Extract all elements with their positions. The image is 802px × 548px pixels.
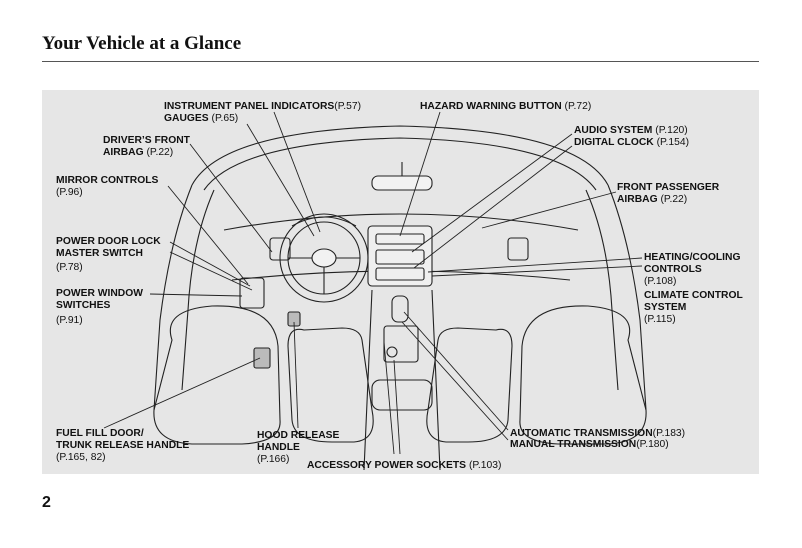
label-hood-release: HOOD RELEASE HANDLE (P.166): [257, 430, 340, 465]
label-climate-control: CLIMATE CONTROL SYSTEM (P.115): [644, 290, 743, 325]
fuel-trunk-handle: [253, 347, 271, 369]
label-heating-cooling: HEATING/COOLING CONTROLS (P.108): [644, 252, 741, 287]
right-vent: [507, 237, 529, 261]
label-accessory-sockets: ACCESSORY POWER SOCKETS (P.103): [307, 460, 502, 471]
label-gauges: GAUGES (P.65): [164, 113, 239, 124]
right-door-outline: [607, 184, 647, 411]
gear-shifter: [391, 295, 409, 323]
rearview-mirror: [371, 175, 433, 191]
steering-wheel: [279, 213, 369, 303]
label-automatic-transmission: AUTOMATIC TRANSMISSION(P.183): [510, 428, 686, 439]
title-rule: [42, 61, 759, 62]
left-door-inner: [181, 189, 215, 391]
windshield-inner: [203, 137, 597, 191]
label-power-window: POWER WINDOW SWITCHES (P.91): [56, 288, 143, 326]
label-digital-clock: DIGITAL CLOCK (P.154): [574, 137, 690, 148]
label-instrument-panel: INSTRUMENT PANEL INDICATORS(P.57): [164, 101, 362, 112]
label-fuel-trunk: FUEL FILL DOOR/ TRUNK RELEASE HANDLE (P.…: [56, 428, 190, 463]
dashboard-top: [223, 213, 579, 231]
page-number: 2: [42, 494, 51, 511]
label-mirror-controls: MIRROR CONTROLS (P.96): [56, 175, 159, 198]
label-audio-system: AUDIO SYSTEM (P.120): [574, 125, 688, 136]
left-door-outline: [153, 184, 193, 411]
right-door-inner: [585, 189, 619, 391]
label-front-passenger-airbag: FRONT PASSENGER AIRBAG (P.22): [617, 182, 720, 205]
vehicle-interior-diagram: INSTRUMENT PANEL INDICATORS(P.57) GAUGES…: [42, 90, 759, 474]
power-socket: [386, 346, 398, 358]
label-drivers-airbag: DRIVER’S FRONT AIRBAG (P.22): [103, 135, 190, 158]
label-power-door-lock: POWER DOOR LOCK MASTER SWITCH (P.78): [56, 236, 161, 273]
armrest: [371, 379, 433, 411]
label-manual-transmission: MANUAL TRANSMISSION(P.180): [510, 439, 669, 450]
window-switch-panel: [239, 277, 265, 309]
right-seat: [519, 305, 647, 445]
page-title: Your Vehicle at a Glance: [42, 33, 242, 54]
label-hazard-warning: HAZARD WARNING BUTTON (P.72): [420, 101, 592, 112]
windshield-outline: [191, 125, 609, 186]
left-seat: [153, 305, 281, 445]
interior-illustration: [103, 111, 647, 471]
